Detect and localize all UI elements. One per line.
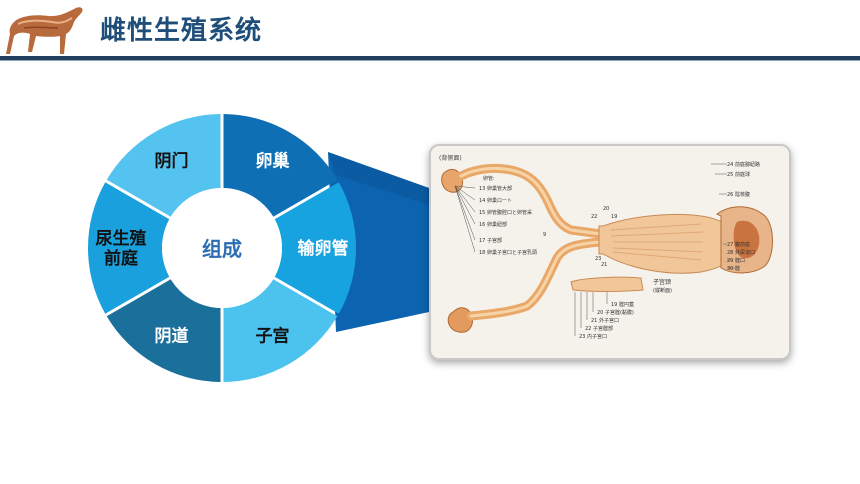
callout-line-left	[454, 185, 476, 213]
callout-line-left	[454, 185, 476, 189]
connector-band	[328, 152, 429, 332]
oviduct-top-inner	[459, 166, 603, 236]
callout-mid-21-4: 21	[601, 262, 607, 268]
segment-label-ovary: 卵巢	[256, 151, 291, 172]
callout-bottom-19: 19 腟円蓋	[611, 301, 634, 308]
ovary-bottom	[447, 307, 473, 333]
callout-line-left	[454, 185, 476, 241]
oviduct-bottom-inner	[469, 240, 603, 318]
callout-left-15: 15 卵管腹腔口と卵管采	[479, 209, 532, 216]
segment-label-oviduct: 输卵管	[298, 238, 349, 259]
center-label: 组成	[202, 237, 242, 261]
callout-right-27: 27 腹前庭	[727, 241, 750, 248]
header-divider-thin	[0, 60, 860, 61]
segment-vulva	[106, 114, 221, 217]
callout-right-30: 30 腟	[727, 265, 740, 272]
callout-left-14: 14 卵巢ロート	[479, 197, 512, 204]
figure-corner-label: (背侧面)	[439, 154, 462, 162]
segment-label-vagina: 阴道	[155, 325, 189, 346]
segment-urogenital-vestibule	[88, 182, 170, 314]
anatomy-figure: (背侧面) 子宫颈 (縦断面) 卵管: 13 卵巢管大部 14 卵巢ロート 15 卵…	[429, 144, 791, 360]
inset-title: 子宫颈	[653, 278, 671, 286]
callout-right-24: 24 前庭腺紐路	[727, 161, 760, 168]
callout-left-18: 18 卵巢子宫口と子宫乳頭	[479, 249, 537, 256]
segment-label-urogenital-vestibule: 尿生殖前庭	[96, 228, 147, 269]
inset-subtitle: (縦断面)	[653, 287, 672, 294]
figure-header-marker: 卵管:	[483, 175, 495, 182]
reproductive-tract-illustration: (背侧面) 子宫颈 (縦断面) 卵管: 13 卵巢管大部 14 卵巢ロート 15 卵…	[431, 146, 789, 358]
segment-uterus	[223, 279, 338, 382]
callout-right-26: 26 陰核腹	[727, 191, 750, 198]
callout-right-28: 28 外尿道口	[727, 249, 755, 256]
callout-mid-9-5: 9	[543, 232, 546, 238]
connector-shade	[328, 152, 429, 205]
callout-bottom-23: 23 内子宫口	[579, 333, 607, 340]
segment-label-uterus: 子宫	[256, 325, 290, 346]
slide-header: 雌性生殖系统	[0, 0, 860, 62]
callout-mid-19-2: 19	[611, 214, 617, 220]
header-divider	[0, 56, 860, 60]
callout-bottom-21: 21 外子宫口	[591, 317, 619, 324]
callout-right-25: 25 前庭球	[727, 171, 750, 178]
callout-left-16: 16 卵巢紐部	[479, 221, 507, 228]
animal-anatomy-icon	[6, 7, 83, 55]
page-title: 雌性生殖系统	[100, 16, 263, 46]
segment-oviduct	[274, 182, 356, 314]
callout-mid-22-0: 22	[591, 214, 597, 220]
vagina-folds	[610, 223, 704, 261]
callout-left-17: 17 子宫部	[479, 237, 502, 244]
callout-left-13: 13 卵巢管大部	[479, 185, 512, 192]
callout-line-left	[454, 185, 476, 225]
center-hub	[162, 188, 282, 308]
callout-line-left	[454, 185, 476, 253]
callout-line-left	[454, 185, 476, 201]
callout-bottom-22: 22 子宫腟部	[585, 325, 613, 332]
vulva-opening	[733, 220, 760, 259]
segment-label-vulva: 阴门	[155, 151, 189, 172]
callout-mid-20-1: 20	[603, 206, 609, 212]
callout-right-29: 29 腟口	[727, 257, 745, 264]
callout-mid-23-3: 23	[595, 256, 601, 262]
segment-vagina	[106, 279, 221, 382]
callout-bottom-20: 20 子宫腟(黏膜)	[597, 309, 634, 316]
cervix-inset	[570, 276, 644, 292]
segment-ovary	[223, 114, 338, 217]
